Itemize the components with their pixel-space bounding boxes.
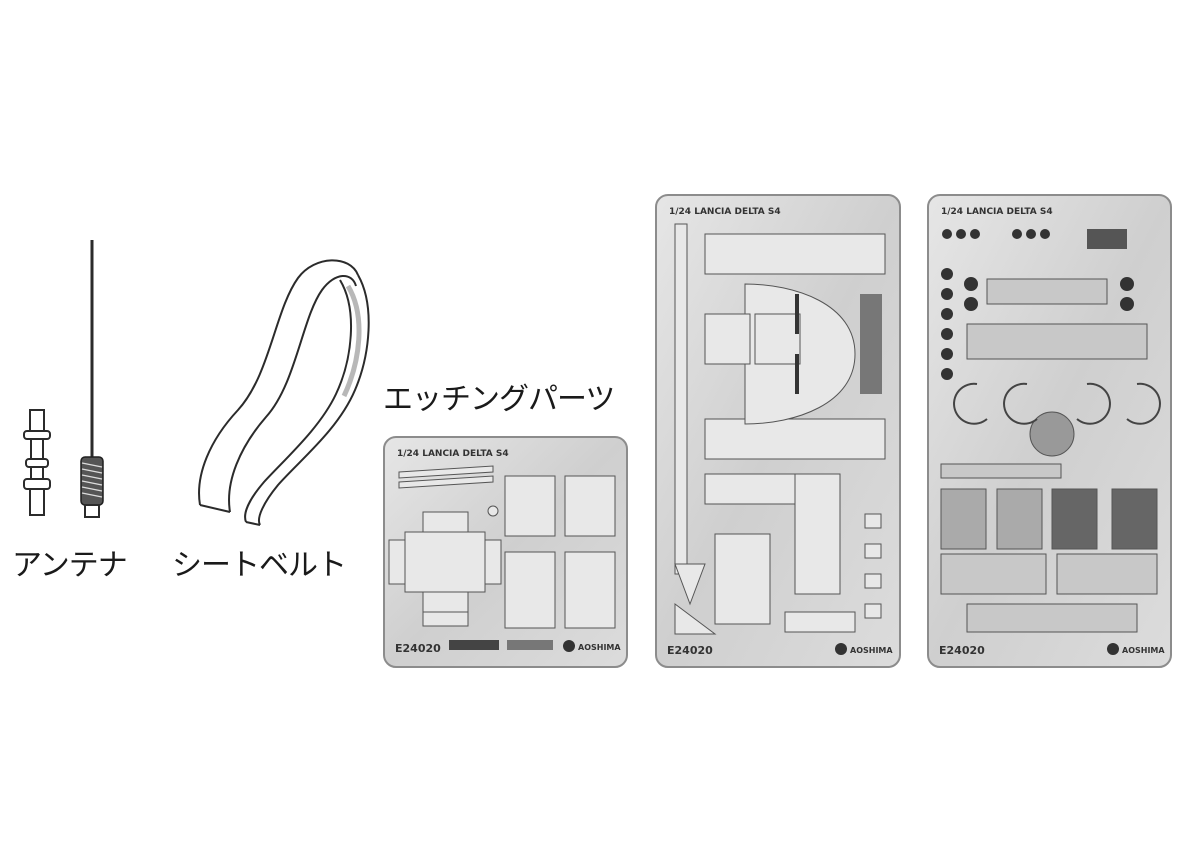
seatbelt-icon <box>198 259 370 526</box>
antenna-label: アンテナ <box>12 548 128 583</box>
plate-brand: AOSHIMA <box>1122 646 1165 655</box>
plate-brand: AOSHIMA <box>578 643 621 652</box>
antenna-icon <box>23 240 104 518</box>
plate-part-number: E24020 <box>667 644 713 657</box>
brand-logo-icon <box>563 640 575 652</box>
brand-logo-icon <box>1107 643 1119 655</box>
etching-plate-body: 1/24 LANCIA DELTA S4 E24020 AOSHIMA <box>655 194 901 668</box>
brand-logo-icon <box>835 643 847 655</box>
plate-part-number: E24020 <box>395 642 441 655</box>
etching-parts-label: エッチングパーツ <box>383 382 615 417</box>
etching-plate-detail: 1/24 LANCIA DELTA S4 E24020 AOSHIMA <box>927 194 1172 668</box>
plate-header: 1/24 LANCIA DELTA S4 <box>669 207 781 217</box>
plate-header: 1/24 LANCIA DELTA S4 <box>397 449 509 459</box>
plate-part-number: E24020 <box>939 644 985 657</box>
etching-plate-small: 1/24 LANCIA DELTA S4 E24020 AOSHIMA <box>383 436 628 668</box>
plate-header: 1/24 LANCIA DELTA S4 <box>941 207 1053 217</box>
seatbelt-label: シートベルト <box>172 548 347 583</box>
plate-brand: AOSHIMA <box>850 646 893 655</box>
